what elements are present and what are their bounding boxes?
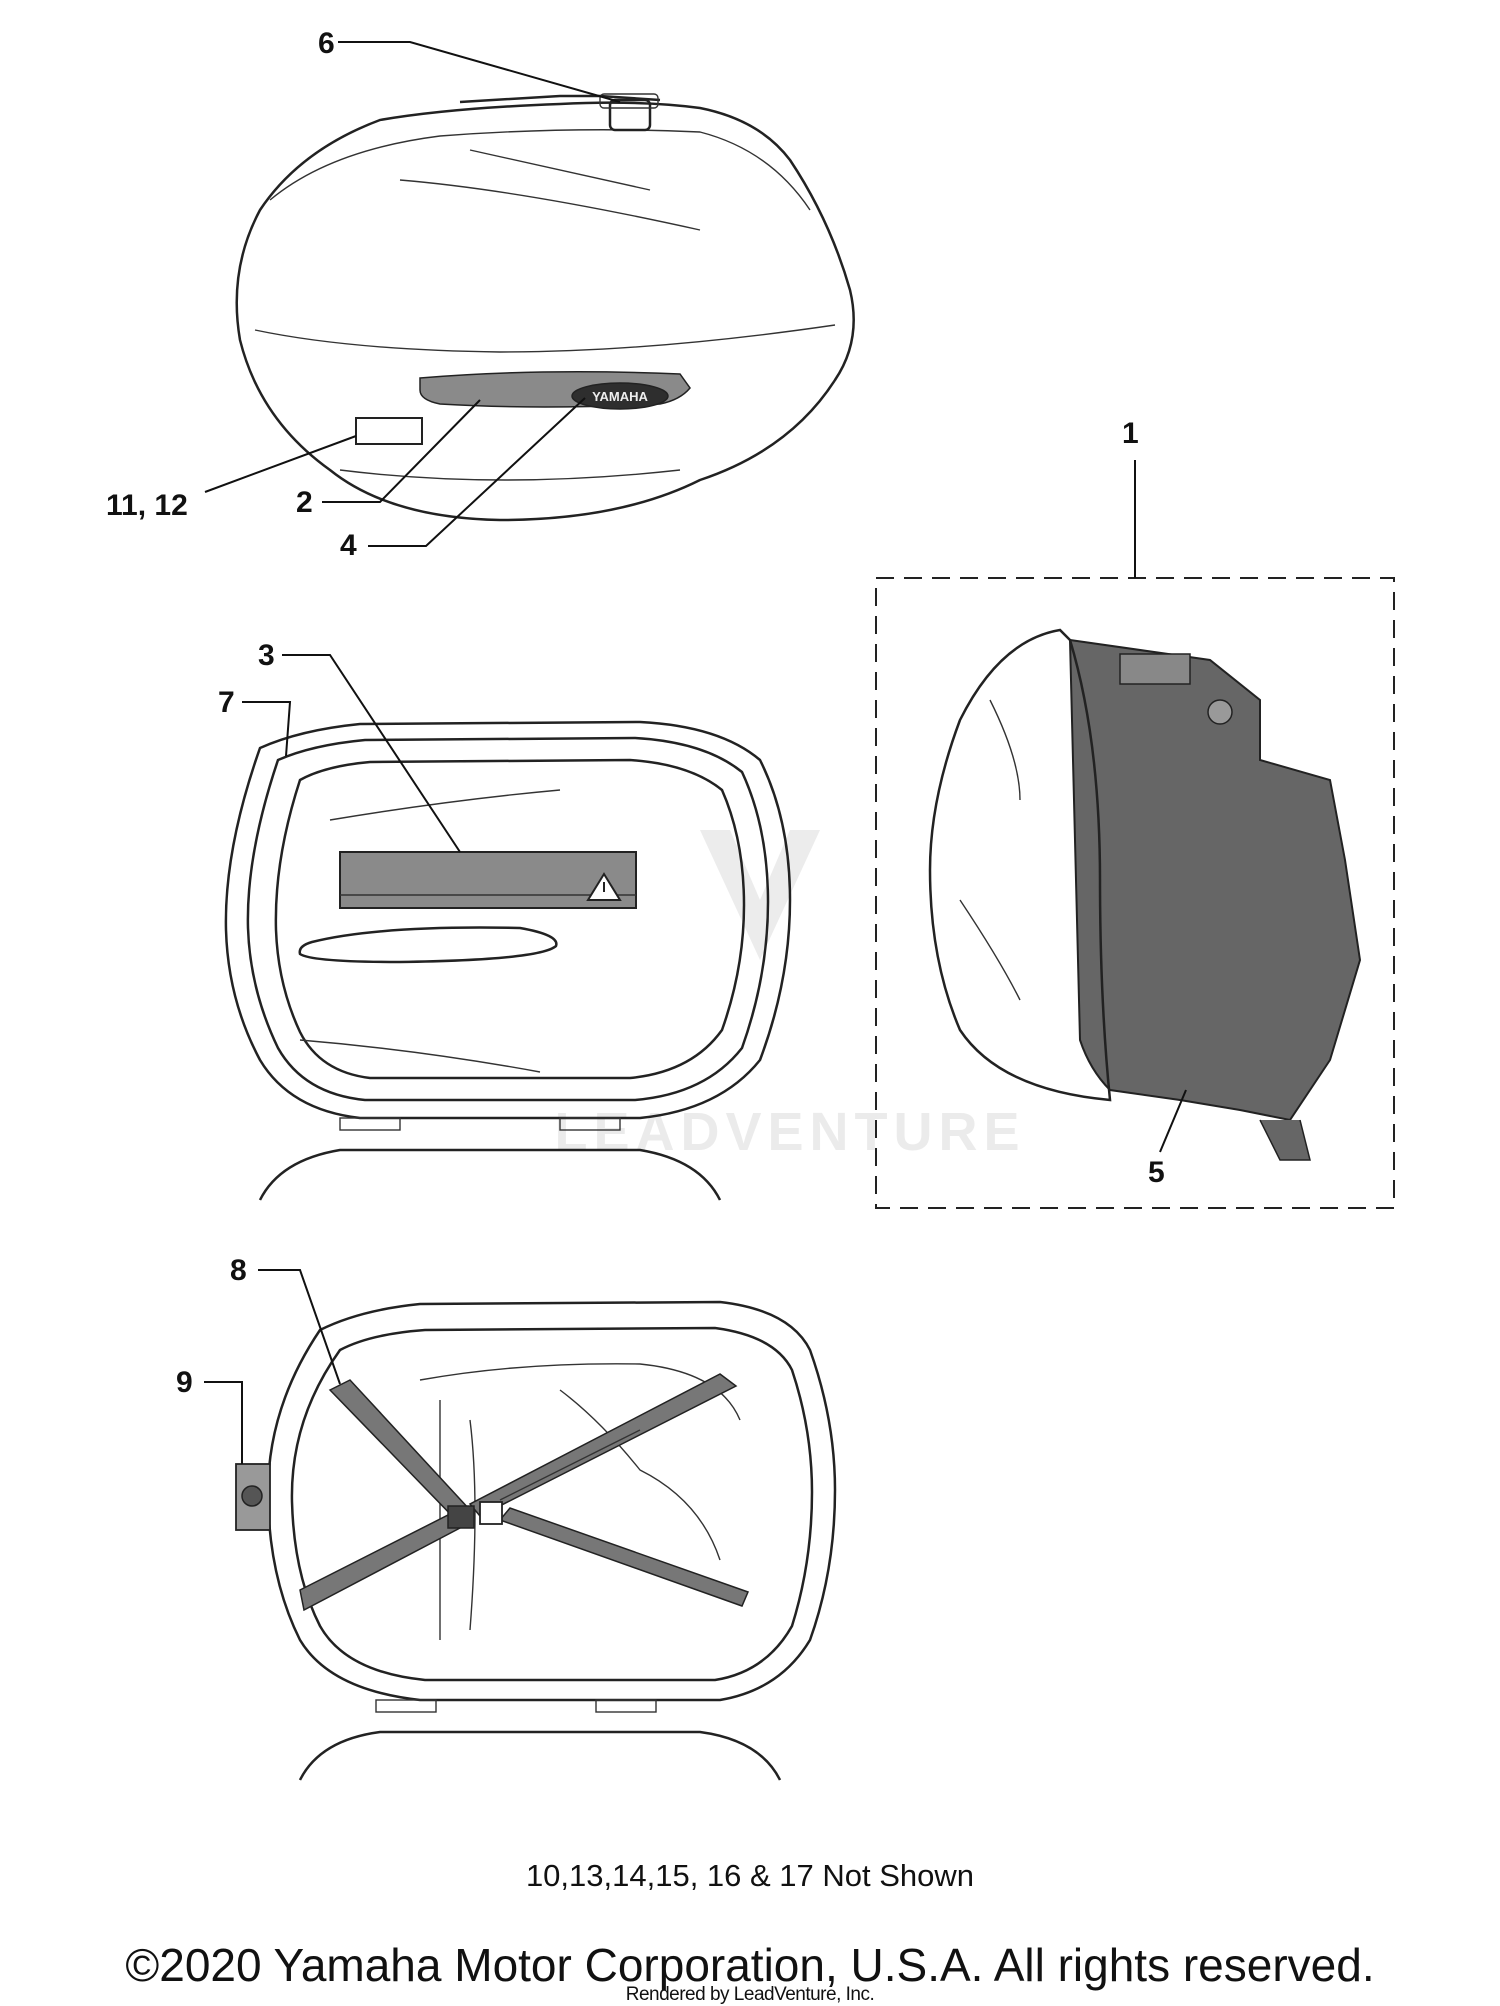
callout-11-12: 11, 12 [106,489,188,522]
lid-interior-view [224,720,792,1201]
callout-3: 3 [258,639,275,672]
callout-5: 5 [1148,1156,1165,1189]
callout-9: 9 [176,1366,193,1399]
not-shown-note: 10,13,14,15, 16 & 17 Not Shown [525,1858,975,1893]
label-plate [355,417,423,445]
callout-2: 2 [296,486,313,519]
yamaha-emblem-text: YAMAHA [592,389,648,404]
watermark-text: LEADVENTURE [554,1102,1025,1162]
case-interior-view [235,1300,837,1781]
yamaha-emblem [571,382,669,410]
rendered-by-credit: Rendered by LeadVenture, Inc. [625,1984,875,2005]
callout-6: 6 [318,27,335,60]
warning-label [339,851,637,909]
saddlebag-with-liner-view [928,628,1362,1161]
watermark: LEADVENTURE [554,830,1025,1162]
callout-7: 7 [218,686,235,719]
saddlebag-exterior-view: YAMAHA [235,93,855,522]
copyright-notice: ©2020 Yamaha Motor Corporation, U.S.A. A… [125,1939,1375,1991]
callout-1: 1 [1122,417,1139,450]
callout-4: 4 [340,529,357,562]
callout-8: 8 [230,1254,247,1287]
